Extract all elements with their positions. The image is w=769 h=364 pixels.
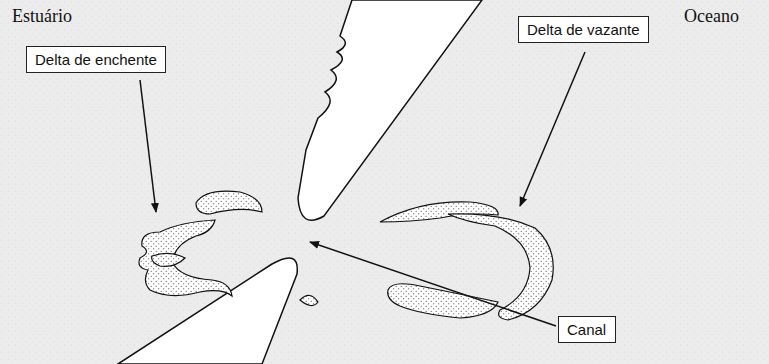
label-box: Delta de vazante	[518, 16, 649, 43]
upper-spit	[298, 0, 482, 220]
box-text: Delta de enchente	[35, 51, 157, 68]
box-text: Canal	[567, 321, 607, 338]
flood-delta	[139, 191, 262, 296]
ebb-delta	[300, 202, 553, 320]
region-label: Oceano	[684, 6, 739, 27]
region-label: Estuário	[12, 6, 72, 27]
leader-arrows	[140, 52, 585, 326]
label-box: Canal	[558, 316, 616, 343]
label-box: Delta de enchente	[26, 46, 166, 73]
lower-spit	[118, 258, 297, 364]
box-text: Delta de vazante	[527, 21, 640, 38]
